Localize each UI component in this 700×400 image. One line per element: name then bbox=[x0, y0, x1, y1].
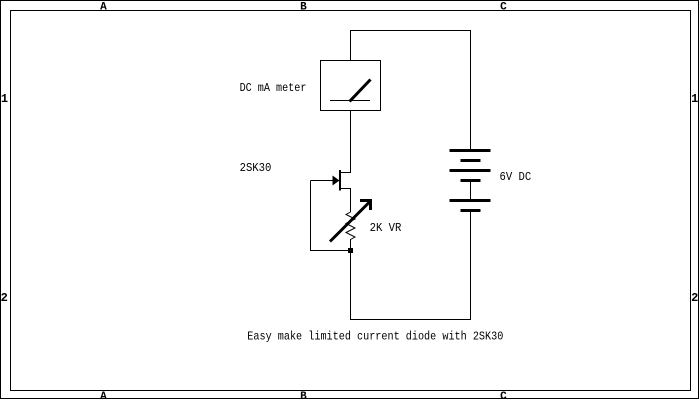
svg-text:1: 1 bbox=[691, 92, 698, 106]
svg-text:C: C bbox=[500, 391, 507, 400]
svg-text:2K VR: 2K VR bbox=[370, 221, 402, 235]
svg-text:C: C bbox=[500, 1, 507, 13]
svg-text:A: A bbox=[100, 1, 107, 13]
svg-text:Easy make limited current diod: Easy make limited current diode with 2SK… bbox=[247, 330, 503, 344]
svg-text:1: 1 bbox=[1, 92, 8, 106]
svg-text:DC mA meter: DC mA meter bbox=[240, 81, 307, 95]
svg-text:2SK30: 2SK30 bbox=[240, 161, 272, 175]
svg-text:B: B bbox=[300, 1, 307, 13]
svg-text:6V DC: 6V DC bbox=[500, 170, 532, 184]
svg-text:A: A bbox=[100, 391, 107, 400]
svg-text:B: B bbox=[300, 391, 307, 400]
svg-text:2: 2 bbox=[1, 291, 8, 305]
svg-text:2: 2 bbox=[691, 291, 698, 305]
